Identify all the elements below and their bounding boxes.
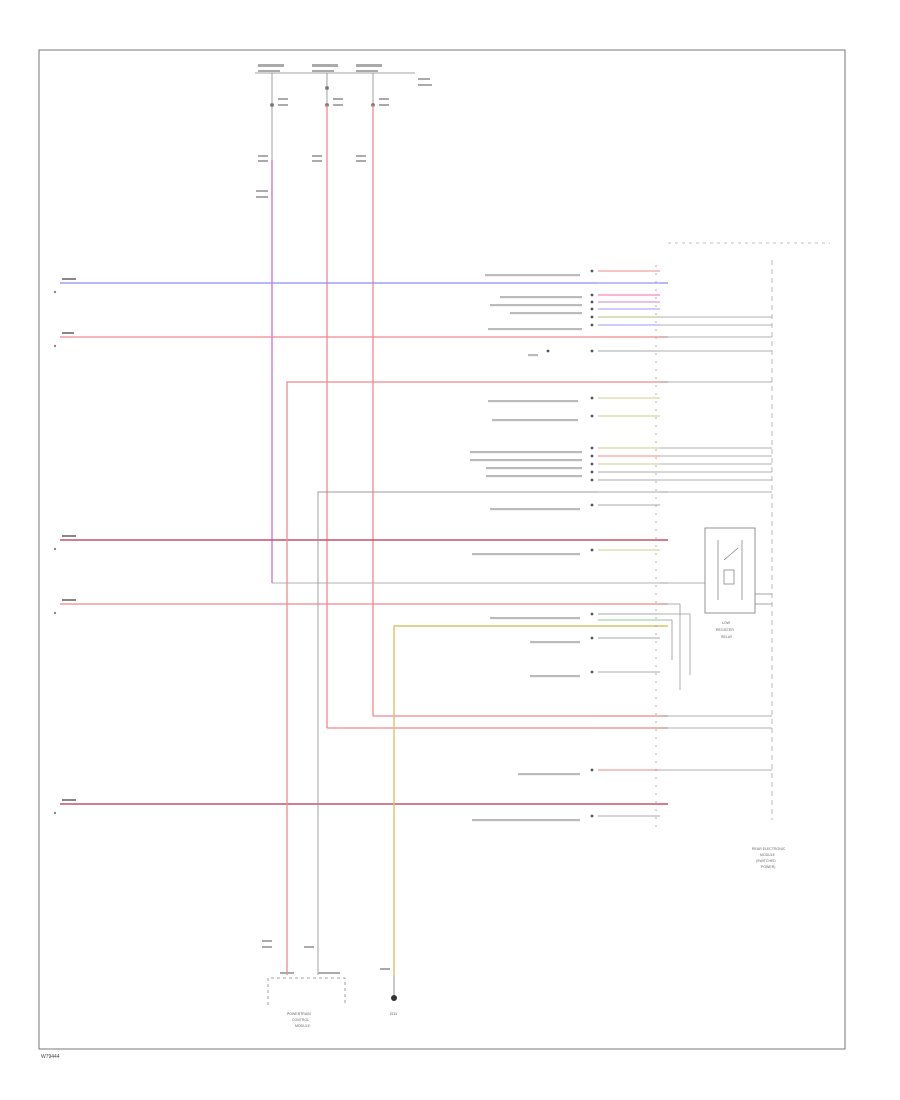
module-caption-4: POWER)	[761, 865, 775, 869]
ground-label: G11	[390, 1011, 398, 1016]
connector-stubs	[598, 270, 660, 817]
wire-gray-loop	[317, 491, 668, 975]
relay-caption-2: REGISTER	[716, 628, 734, 632]
control-caption-2: CONTROL	[292, 1018, 309, 1022]
ground-symbol	[391, 995, 397, 1001]
module-feed-lines	[660, 316, 772, 771]
module-caption-3: (SWITCHED	[756, 859, 776, 863]
circuit-descriptors	[470, 274, 582, 822]
module-caption-2: MODULE	[760, 853, 776, 857]
module-caption-1: REAR ELECTRONIC	[752, 847, 786, 851]
control-module-outline	[267, 977, 346, 1005]
fuse-labels	[256, 64, 432, 198]
connector-pins	[546, 269, 594, 818]
footer-code: W79444	[41, 1054, 60, 1060]
relay-caption-1: LOW	[722, 621, 731, 625]
fuse-header	[255, 72, 415, 160]
control-caption-1: POWERTRAIN	[287, 1012, 311, 1016]
wire-red-loop	[286, 381, 668, 975]
relay-box	[704, 527, 756, 614]
relay-switch-icon	[717, 540, 772, 605]
relay-caption-3: RELAY	[721, 635, 733, 639]
diagram-frame	[38, 49, 846, 1050]
bus-end-markers	[53, 278, 76, 815]
control-caption-3: MODULE	[295, 1024, 311, 1028]
wire-yellow	[393, 625, 668, 975]
control-module-pins	[262, 940, 390, 974]
